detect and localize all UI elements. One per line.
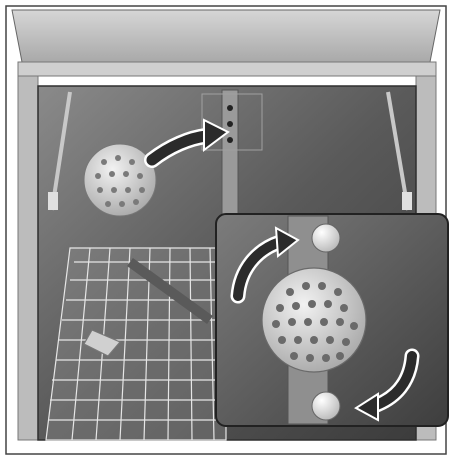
spray-arm-icon <box>84 144 156 216</box>
lower-basket <box>46 248 226 440</box>
inset-zoom-icon <box>216 214 448 426</box>
